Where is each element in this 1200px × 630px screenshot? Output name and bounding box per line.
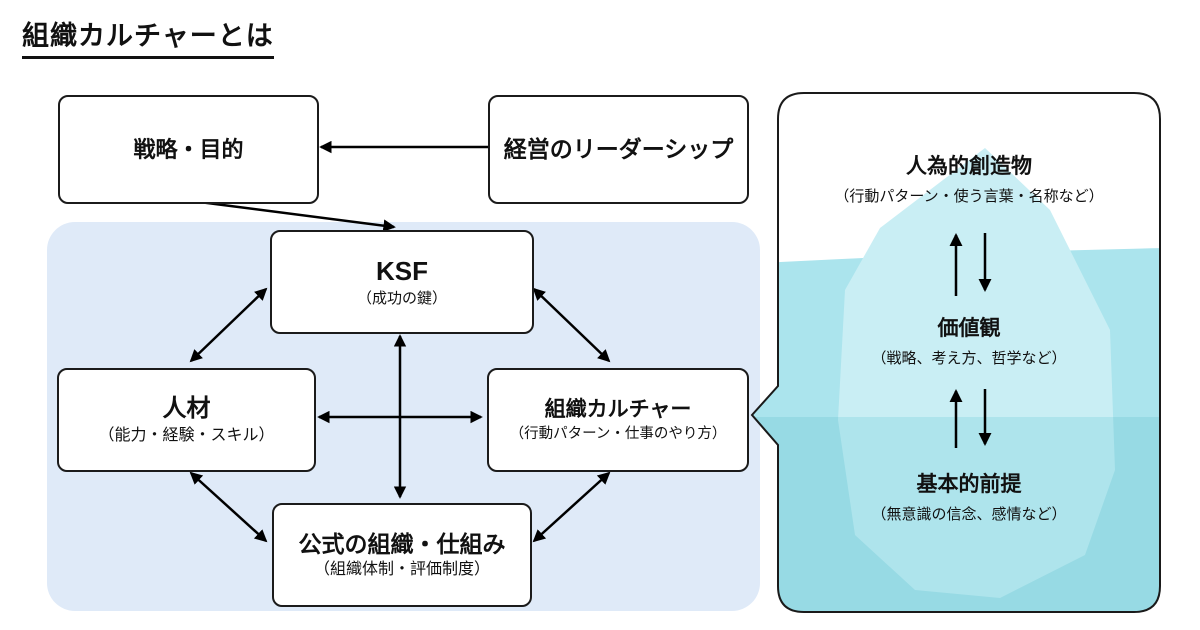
box-talent-label: 人材 — [162, 395, 211, 422]
iceberg-level-artifacts-sub: （行動パターン・使う言葉・名称など） — [834, 188, 1104, 205]
box-ksf: KSF （成功の鍵） — [270, 230, 534, 334]
flow-diagram-layer — [47, 140, 760, 611]
box-formal-org-sub: （組織体制・評価制度） — [313, 561, 490, 579]
iceberg-shape-lower — [838, 417, 1115, 598]
box-leadership-label: 経営のリーダーシップ — [503, 136, 734, 163]
box-culture-label: 組織カルチャー — [544, 397, 692, 421]
box-strategy: 戦略・目的 — [58, 95, 319, 204]
arrow-talent-formal — [189, 471, 268, 543]
level-exchange-arrows — [949, 233, 992, 448]
box-formal-org-label: 公式の組織・仕組み — [298, 530, 506, 557]
box-leadership: 経営のリーダーシップ — [488, 95, 749, 204]
box-formal-org: 公式の組織・仕組み （組織体制・評価制度） — [272, 503, 532, 607]
iceberg-shape-upper — [838, 148, 1115, 417]
iceberg-level-assumptions-sub: （無意識の信念、感情など） — [871, 506, 1067, 523]
box-ksf-label: KSF — [376, 256, 428, 287]
iceberg-level-artifacts: 人為的創造物 （行動パターン・使う言葉・名称など） — [760, 150, 1178, 206]
iceberg-level-artifacts-label: 人為的創造物 — [906, 155, 1032, 178]
arrow-culture-formal — [532, 471, 611, 543]
iceberg-panel — [750, 92, 1161, 613]
arrow-ksf-talent — [189, 287, 268, 363]
page-title: 組織カルチャーとは — [22, 14, 274, 59]
iceberg-level-assumptions-label: 基本的前提 — [916, 473, 1022, 496]
box-talent-sub: （能力・経験・スキル） — [98, 427, 275, 444]
box-culture-sub: （行動パターン・仕事のやり方） — [509, 426, 727, 443]
iceberg-level-assumptions: 基本的前提 （無意識の信念、感情など） — [760, 468, 1178, 524]
box-ksf-sub: （成功の鍵） — [356, 289, 447, 307]
iceberg-panel-border — [750, 92, 1161, 613]
arrow-ksf-culture — [532, 287, 611, 363]
box-talent: 人材 （能力・経験・スキル） — [57, 368, 316, 472]
iceberg-level-values-label: 価値観 — [937, 317, 1001, 340]
iceberg-level-values-sub: （戦略、考え方、哲学など） — [871, 350, 1067, 367]
iceberg-level-values: 価値観 （戦略、考え方、哲学など） — [760, 312, 1178, 368]
box-strategy-label: 戦略・目的 — [133, 136, 244, 162]
box-culture: 組織カルチャー （行動パターン・仕事のやり方） — [487, 368, 749, 472]
